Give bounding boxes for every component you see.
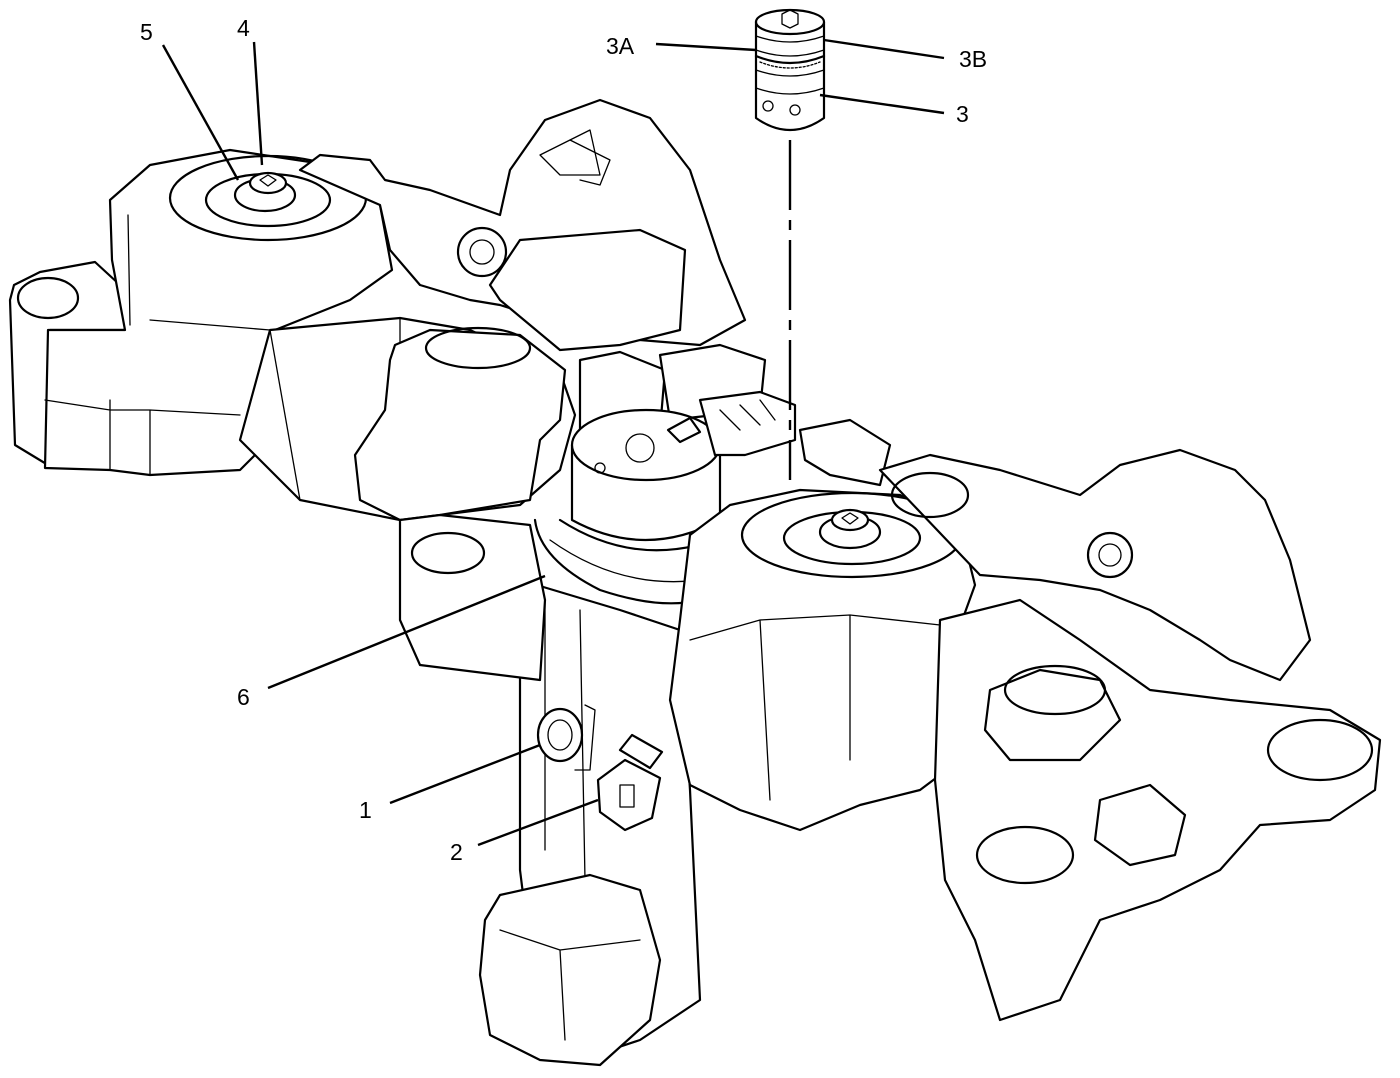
left-mounting-hole <box>16 276 80 320</box>
leader-3b <box>823 38 945 60</box>
wire-clip <box>596 758 662 832</box>
callouts: 5 4 3A 3B 3 6 1 2 <box>140 15 987 865</box>
leader-3a <box>655 42 757 52</box>
leader-3 <box>819 93 945 115</box>
left-lower-bracket <box>398 513 547 682</box>
front-foot <box>478 873 662 1067</box>
valve-cartridge <box>754 8 826 131</box>
solenoid-coil-top <box>570 408 722 482</box>
valve-body-assembly <box>8 98 1382 1067</box>
port-fitting <box>536 707 584 763</box>
leader-4 <box>252 41 264 166</box>
logo-mark <box>539 129 601 176</box>
leader-1 <box>389 743 541 805</box>
callout-5: 5 <box>140 19 153 45</box>
hex-socket <box>781 9 799 29</box>
rear-plug <box>456 226 508 278</box>
leader-2 <box>477 798 599 847</box>
right-tower <box>668 488 977 832</box>
harness-clip <box>798 418 892 487</box>
right-plug <box>1086 531 1134 579</box>
callout-3a: 3A <box>606 33 635 59</box>
leader-6 <box>267 574 546 690</box>
callout-4: 4 <box>237 15 250 41</box>
leader-5 <box>161 44 240 181</box>
callout-3b: 3B <box>959 46 987 72</box>
callout-6: 6 <box>237 684 250 710</box>
rear-block <box>488 228 687 352</box>
callout-3: 3 <box>956 101 969 127</box>
left-bolt <box>233 171 297 213</box>
callout-1: 1 <box>359 797 372 823</box>
right-bolt <box>818 508 882 550</box>
callout-2: 2 <box>450 839 463 865</box>
leader-lines <box>161 38 945 847</box>
solenoid-connector <box>698 390 797 457</box>
